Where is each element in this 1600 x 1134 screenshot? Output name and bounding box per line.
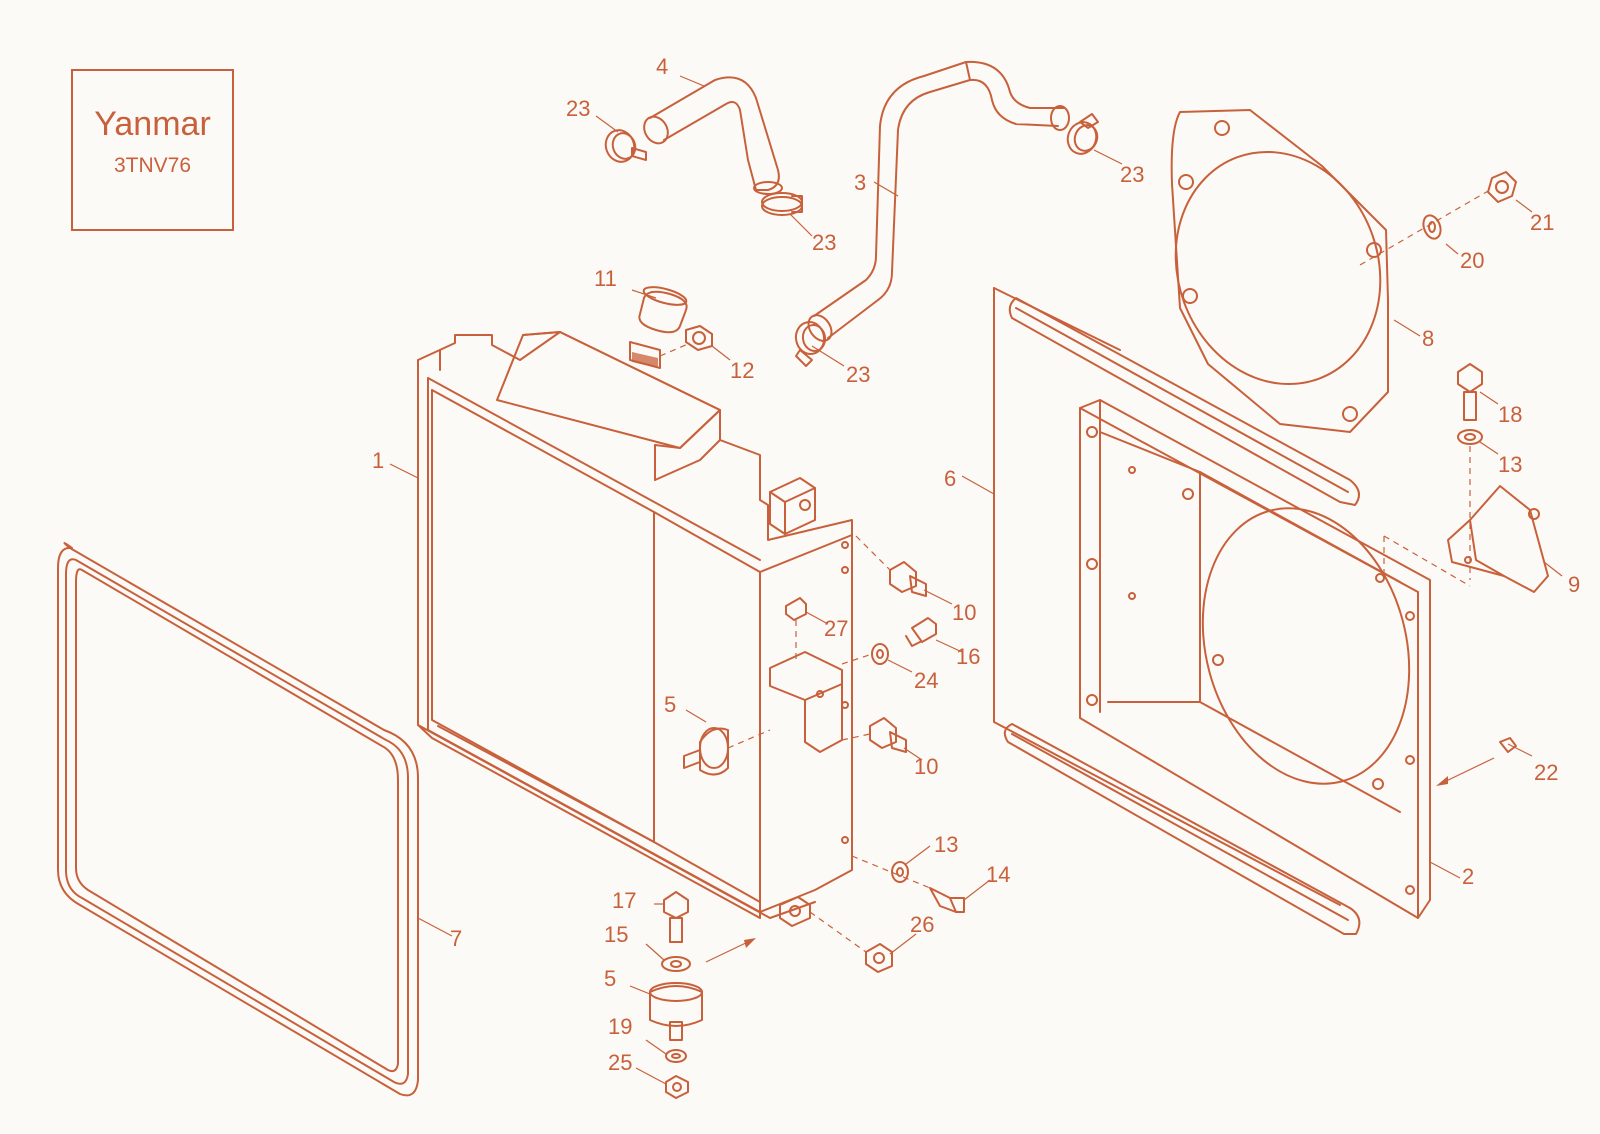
brand-label: Yanmar xyxy=(94,105,211,143)
part-mount-bracket xyxy=(683,651,843,776)
callout-10: 10 xyxy=(952,600,976,625)
callout-22: 22 xyxy=(1534,760,1558,785)
callout-24: 24 xyxy=(914,668,938,693)
callout-15: 15 xyxy=(604,922,628,947)
callout-1: 1 xyxy=(372,448,384,473)
callout-13: 13 xyxy=(934,832,958,857)
callout-16: 16 xyxy=(956,644,980,669)
part-clip xyxy=(785,597,807,660)
part-hose-clamps xyxy=(604,113,1099,367)
callout-8: 8 xyxy=(1422,326,1434,351)
callout-10: 10 xyxy=(914,754,938,779)
callout-20: 20 xyxy=(1460,248,1484,273)
leader-lines xyxy=(389,75,1563,1085)
part-radiator xyxy=(417,331,853,927)
part-cap-and-nut xyxy=(638,286,713,357)
part-bolts-lower-right xyxy=(851,855,965,913)
part-lower-hose xyxy=(807,60,1070,342)
part-bolts-washers-right xyxy=(1359,171,1517,580)
callout-23: 23 xyxy=(846,362,870,387)
callout-11: 11 xyxy=(594,266,617,291)
part-clip-right xyxy=(1436,737,1517,786)
callout-14: 14 xyxy=(986,862,1010,887)
callout-2: 2 xyxy=(1462,864,1474,889)
callout-12: 12 xyxy=(730,358,754,383)
callout-26: 26 xyxy=(910,912,934,937)
callout-21: 21 xyxy=(1530,210,1554,235)
part-upper-hose xyxy=(643,76,783,195)
part-fittings xyxy=(841,535,937,753)
callout-3: 3 xyxy=(854,170,866,195)
part-rubber-strips xyxy=(1003,297,1361,935)
part-seal-frame xyxy=(57,542,419,1097)
model-label: 3TNV76 xyxy=(113,154,192,177)
callout-27: 27 xyxy=(824,616,848,641)
callout-7: 7 xyxy=(450,926,462,951)
title-box: Yanmar 3TNV76 xyxy=(71,69,234,231)
part-fan-shroud xyxy=(1079,399,1431,919)
callout-23: 23 xyxy=(1120,162,1144,187)
callout-19: 19 xyxy=(608,1014,632,1039)
callout-25: 25 xyxy=(608,1050,632,1075)
callout-6: 6 xyxy=(944,466,956,491)
callout-labels: 4 23 23 23 23 3 21 20 11 12 8 18 13 1 6 … xyxy=(372,54,1580,1075)
callout-23: 23 xyxy=(566,96,590,121)
part-lower-mount-stack xyxy=(649,891,756,1099)
callout-5: 5 xyxy=(664,692,676,717)
callout-18: 18 xyxy=(1498,402,1522,427)
part-mounting-plate xyxy=(1170,109,1389,433)
callout-4: 4 xyxy=(656,54,668,79)
callout-23: 23 xyxy=(812,230,836,255)
callout-9: 9 xyxy=(1568,572,1580,597)
part-drain-plug xyxy=(809,911,893,973)
callout-13: 13 xyxy=(1498,452,1522,477)
callout-5: 5 xyxy=(604,966,616,991)
callout-17: 17 xyxy=(612,888,636,913)
part-bracket xyxy=(1383,485,1549,593)
